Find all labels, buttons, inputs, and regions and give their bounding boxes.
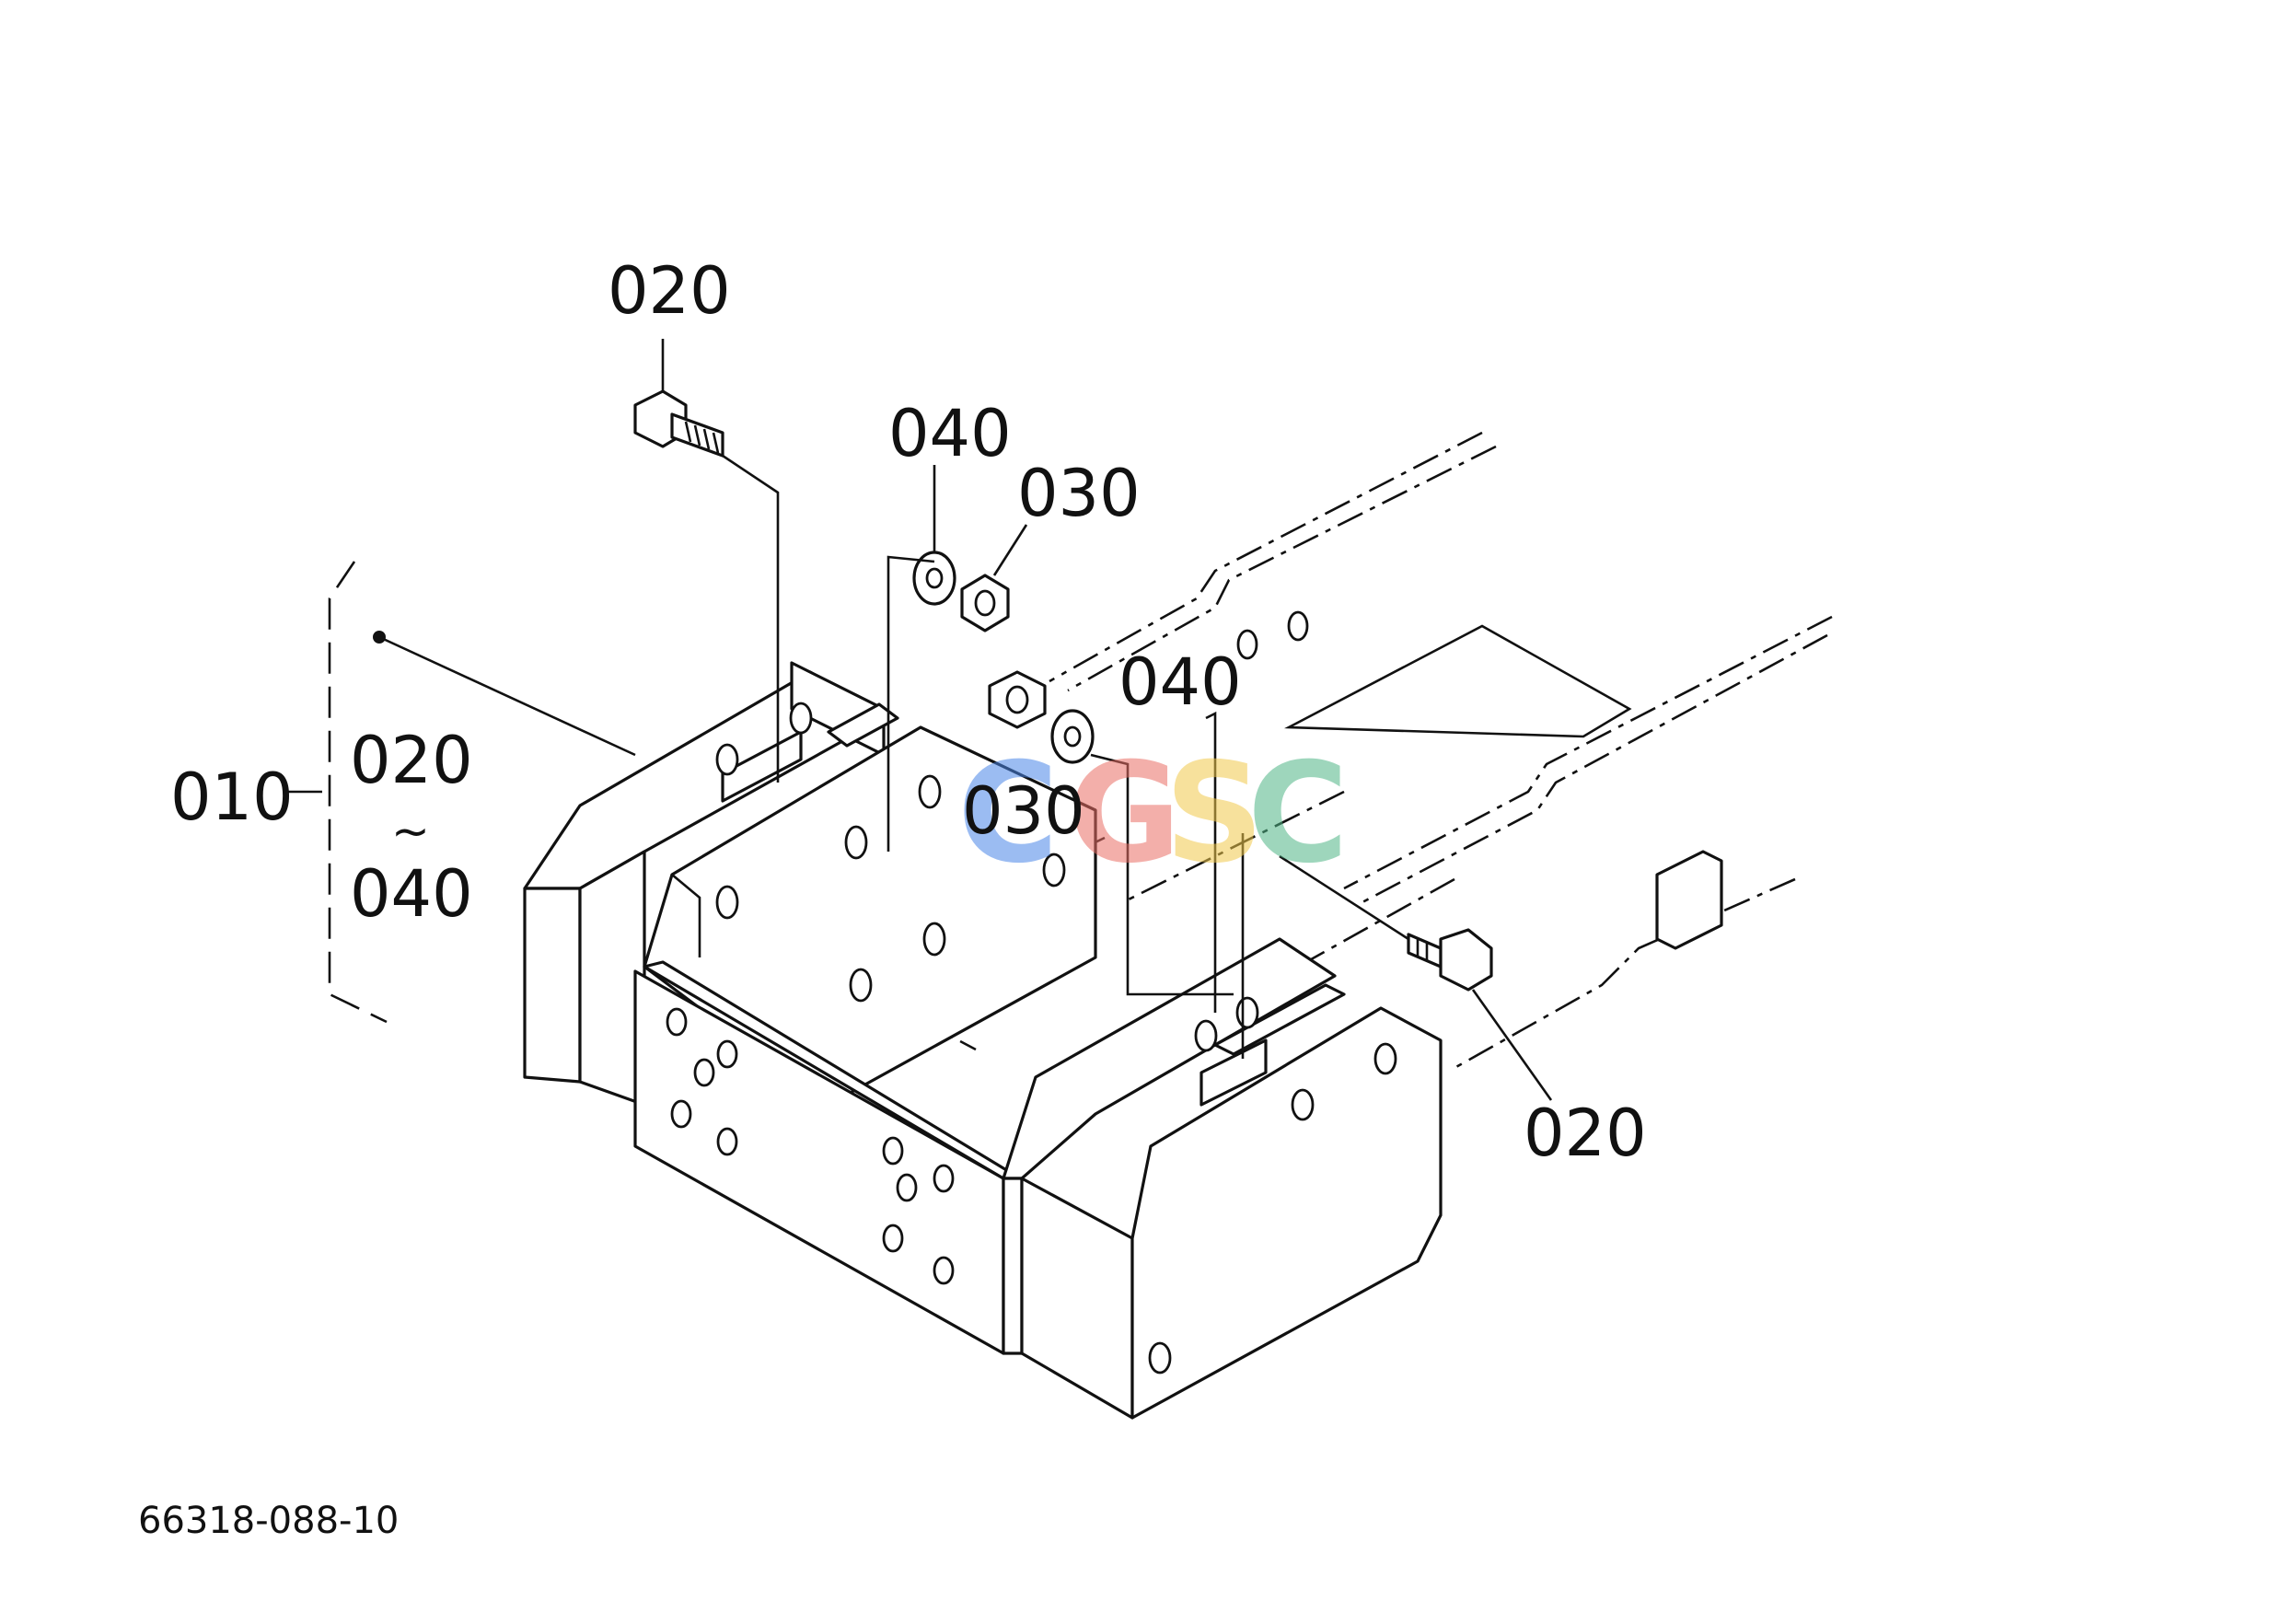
label-030-mid: 030 [962, 773, 1085, 849]
watermark-letter-c2: C [1247, 734, 1349, 894]
washer-040-mid [1050, 709, 1095, 764]
label-020-top: 020 [608, 253, 731, 329]
nut-030-mid [988, 670, 1047, 729]
label-020-right: 020 [1524, 1096, 1647, 1171]
watermark-letter-s: S [1165, 734, 1264, 894]
bolt-020-top [633, 389, 724, 458]
counterweight-left [523, 661, 899, 1107]
leader-lines [285, 339, 1553, 1101]
counterweight-right [1002, 937, 1443, 1420]
label-010: 010 [170, 760, 294, 835]
label-range-to: 040 [350, 856, 473, 932]
bolt-020-right [1407, 928, 1493, 992]
watermark: C G S C [957, 734, 1349, 894]
drawing-number: 66318-088-10 [138, 1500, 399, 1542]
label-040-mid: 040 [1118, 644, 1242, 720]
watermark-letter-g: G [1068, 734, 1181, 894]
label-range-sep: ~ [391, 805, 430, 858]
watermark-letter-c1: C [957, 734, 1059, 894]
label-030-top: 030 [1017, 456, 1141, 531]
label-040-top: 040 [888, 396, 1012, 471]
nut-030-top [960, 574, 1010, 632]
label-range-from: 020 [350, 723, 473, 798]
counterweight-center [633, 610, 1309, 1355]
